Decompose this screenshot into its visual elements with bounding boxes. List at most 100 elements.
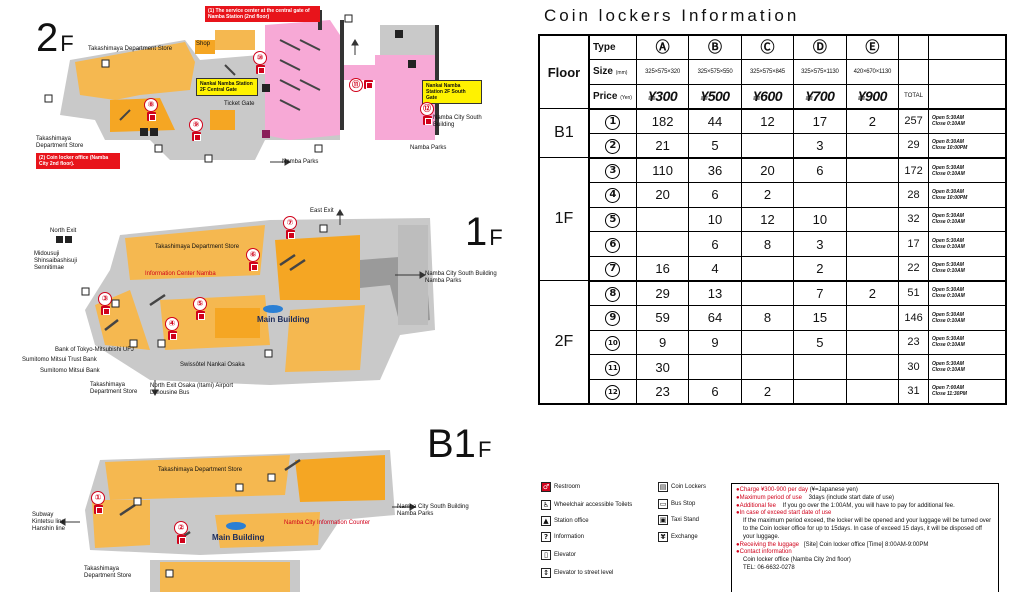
locker-count: 17: [793, 108, 847, 134]
locker-pin-4[interactable]: ④: [165, 317, 179, 331]
locker-pin-10[interactable]: ⑩: [253, 51, 267, 65]
locker-pin-7[interactable]: ⑦: [283, 216, 297, 230]
label-main-building-1f: Main Building: [257, 315, 310, 324]
locker-count: [845, 182, 900, 208]
locker-count: [845, 157, 900, 184]
locker-count: [845, 329, 900, 356]
locker-pin-9[interactable]: ⑨: [189, 118, 203, 132]
locker-count: 20: [740, 157, 795, 184]
close-time: Close 0:10AM: [932, 342, 965, 349]
legend-coin-lockers: ▤Coin Lockers: [658, 482, 707, 492]
locker-pin-6[interactable]: ⑥: [246, 248, 260, 262]
price-a: ¥300: [635, 83, 690, 110]
locker-count: 2: [845, 280, 900, 307]
locker-count: 3: [793, 132, 847, 159]
locker-count: [845, 354, 900, 380]
legend-station-office: ▲Station office: [541, 516, 589, 526]
price-b: ¥500: [688, 83, 742, 110]
label-east-exit: East Exit: [310, 208, 334, 214]
label-ticket-gate: Ticket Gate: [224, 101, 255, 107]
close-time: Close 0:10AM: [932, 293, 965, 300]
locker-count: 10: [793, 206, 847, 233]
locker-count: 4: [688, 255, 742, 282]
type-e: Ⓔ: [845, 34, 900, 61]
open-time: Open 5:30AM: [932, 361, 964, 368]
label-takashimaya-2f: Takashimaya Department Store: [88, 46, 173, 52]
locker-count: 2: [845, 108, 900, 134]
locker-number: 8: [588, 280, 637, 307]
locker-total: 28: [898, 182, 930, 208]
label-takashimaya-2f-left: Takashimaya Department Store: [36, 136, 84, 149]
floor-cell: B1: [538, 108, 590, 159]
floor-label-1f: 1F: [465, 210, 503, 254]
locker-pin-3[interactable]: ③: [98, 292, 112, 306]
locker-total: 23: [898, 329, 930, 356]
total-header: TOTAL: [898, 83, 930, 110]
locker-icon: [177, 535, 186, 544]
locker-pin-1[interactable]: ①: [91, 491, 105, 505]
map-1f: [56, 209, 435, 396]
info-box: ●Charge ¥300-900 per day (¥=Japanese yen…: [731, 483, 999, 592]
locker-pin-5[interactable]: ⑤: [193, 297, 207, 311]
locker-icon: [168, 331, 177, 340]
locker-count: [793, 378, 847, 405]
locker-count: [635, 231, 690, 257]
close-time: Close 10:00PM: [932, 145, 968, 152]
locker-count: 23: [635, 378, 690, 405]
locker-count: [845, 378, 900, 405]
price-label: Price (Yen): [588, 83, 637, 110]
locker-count: [740, 329, 795, 356]
locker-number: 6: [588, 231, 637, 257]
locker-count: [845, 132, 900, 159]
open-time: Open 5:30AM: [932, 164, 964, 171]
label-namba-parks-2f: Namba Parks: [282, 159, 319, 165]
locker-count: [793, 354, 847, 380]
locker-pin-12[interactable]: ⑫: [420, 102, 434, 116]
locker-count: 44: [688, 108, 742, 134]
open-time: Open 5:30AM: [932, 287, 964, 294]
locker-pin-11[interactable]: ⑪: [349, 78, 363, 92]
locker-total: 172: [898, 157, 930, 184]
locker-count: 6: [688, 231, 742, 257]
locker-count: 64: [688, 305, 742, 331]
exchange-icon: ¥: [658, 532, 668, 542]
locker-icon: [364, 80, 373, 89]
hours-blank: [928, 34, 1007, 61]
locker-pin-8[interactable]: ⑧: [144, 98, 158, 112]
type-c: Ⓒ: [740, 34, 795, 61]
label-bank-tokyo-mitsubishi: Bank of Tokyo-Mitsubishi UFJ: [55, 347, 134, 353]
locker-count: 9: [688, 329, 742, 356]
type-a: Ⓐ: [635, 34, 690, 61]
locker-count: 8: [740, 305, 795, 331]
bus-icon: ▭: [658, 499, 668, 509]
close-time: Close 0:10AM: [932, 268, 965, 275]
close-time: Close 0:10AM: [932, 170, 965, 177]
locker-total: 17: [898, 231, 930, 257]
size-e: 420×670×1130: [845, 59, 900, 85]
legend-bus-stop: ▭Bus Stop: [658, 499, 696, 509]
locker-total: 30: [898, 354, 930, 380]
locker-icon: [192, 132, 201, 141]
legend-restroom: ♂Restroom: [541, 482, 581, 492]
locker-count: [845, 305, 900, 331]
locker-total: 146: [898, 305, 930, 331]
station-office-icon: ▲: [541, 516, 551, 526]
locker-pin-2[interactable]: ②: [174, 521, 188, 535]
main-building-logo: [226, 522, 246, 530]
locker-icon: [101, 306, 110, 315]
legend-elevator-street: ↕Elevator to street level: [541, 568, 613, 578]
locker-number: 10: [588, 329, 637, 356]
open-time: Open 8:30AM: [932, 139, 964, 146]
